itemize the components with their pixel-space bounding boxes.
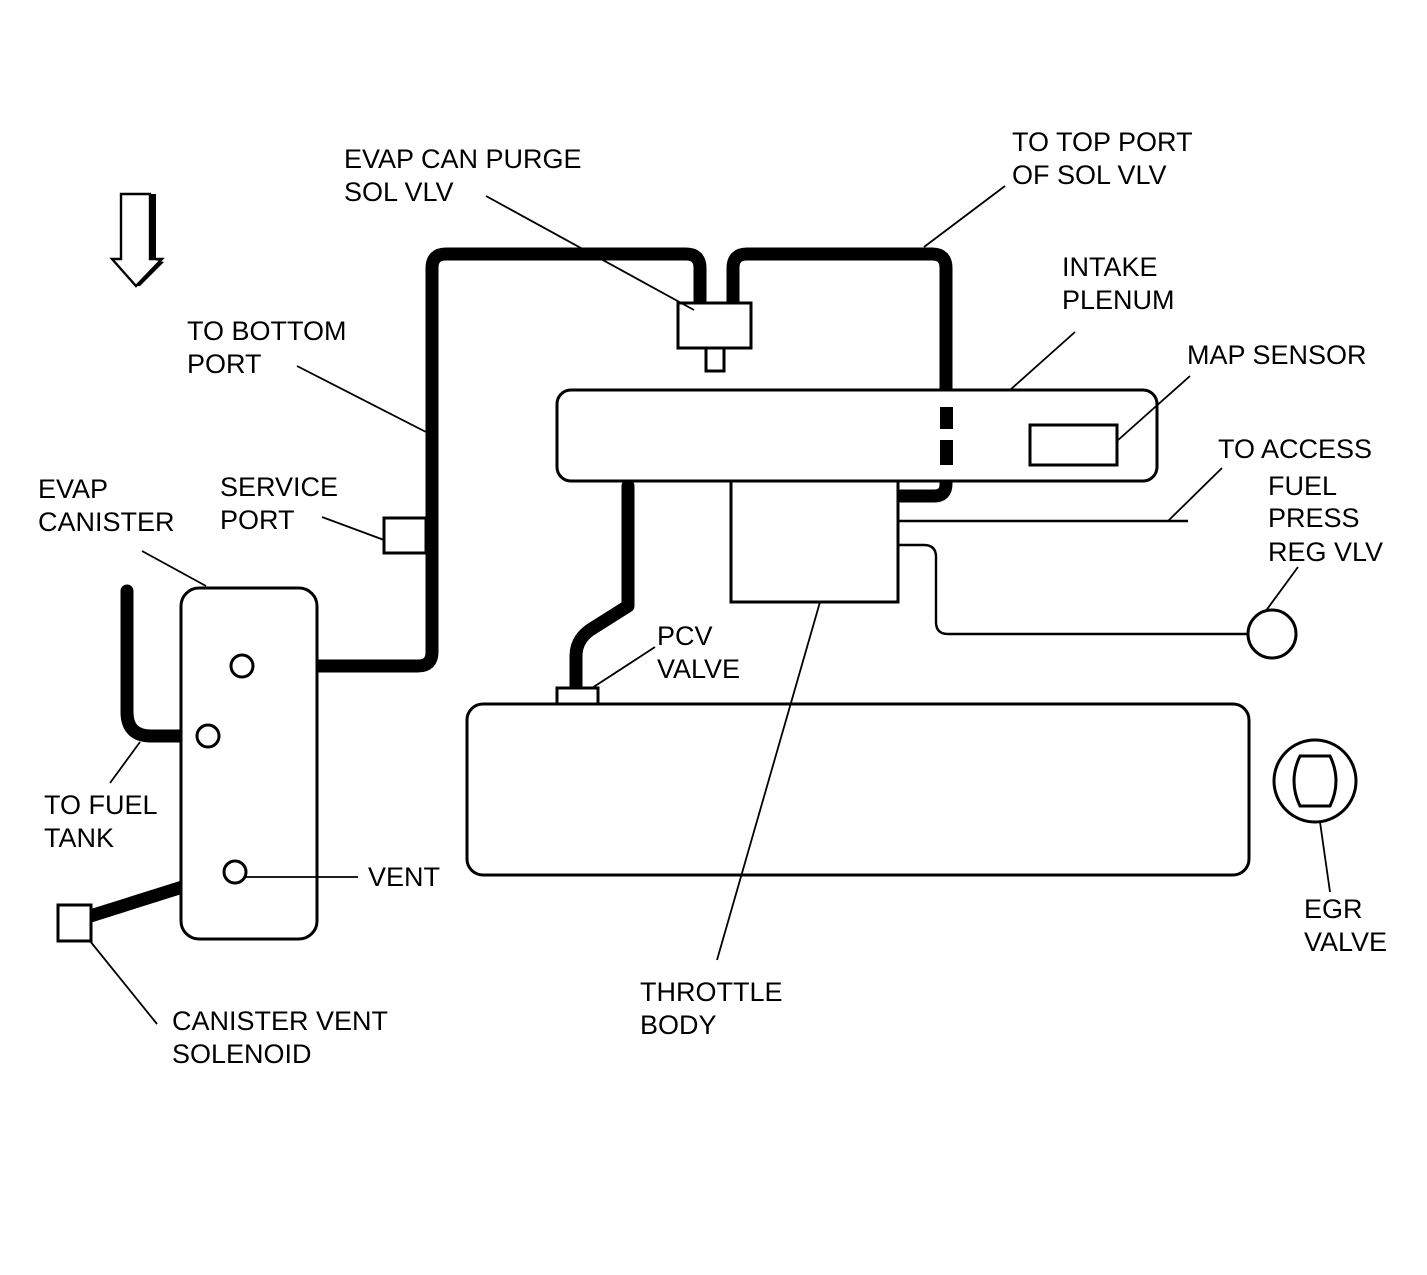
label-to-fuel-tank-2: TANK: [44, 823, 114, 853]
canister-port-purge: [229, 653, 255, 679]
label-evap-canister: EVAP: [38, 474, 108, 504]
label-to-top-port: TO TOP PORT: [1012, 127, 1193, 157]
label-intake-plenum-2: PLENUM: [1062, 285, 1175, 315]
hose-purge-top-to-plenum: [726, 247, 953, 399]
map-sensor: [1028, 423, 1119, 467]
canister-port-vent: [222, 859, 248, 885]
leader-lines: [89, 185, 1331, 1025]
label-fuel-press-3: REG VLV: [1268, 537, 1383, 567]
label-intake-plenum: INTAKE: [1062, 252, 1158, 282]
label-egr-valve: EGR: [1304, 894, 1363, 924]
label-map-sensor: MAP SENSOR: [1187, 340, 1367, 370]
label-throttle-body-2: BODY: [640, 1010, 717, 1040]
evap-canister: [179, 586, 319, 941]
label-service-port: SERVICE: [220, 472, 338, 502]
label-canister-vent-solenoid: CANISTER VENT: [172, 1006, 388, 1036]
label-pcv-valve-2: VALVE: [657, 654, 740, 684]
label-fuel-press-2: PRESS: [1268, 503, 1360, 533]
hose-throttle-to-pcv: [569, 479, 635, 697]
label-evap-can-purge-2: SOL VLV: [344, 177, 454, 207]
label-throttle-body: THROTTLE: [640, 977, 783, 1007]
label-pcv-valve: PCV: [657, 621, 713, 651]
engine-valve-cover: [465, 702, 1251, 877]
canister-port-fuel-tank: [195, 723, 221, 749]
label-evap-can-purge: EVAP CAN PURGE: [344, 144, 582, 174]
egr-valve: [1272, 738, 1358, 824]
pcv-valve: [555, 686, 600, 706]
fuel-press-reg-vlv: [1246, 608, 1298, 660]
hose-purge-to-throttle-body: [894, 473, 953, 503]
hose-fuel-tank: [120, 584, 210, 743]
label-canister-vent-solenoid-2: SOLENOID: [172, 1039, 312, 1069]
label-to-bottom-port: TO BOTTOM: [187, 316, 347, 346]
label-evap-canister-2: CANISTER: [38, 507, 175, 537]
evap-can-purge-sol-vlv: [676, 301, 753, 373]
down-arrow-icon: [109, 192, 165, 288]
canister-vent-solenoid: [56, 903, 93, 943]
label-fuel-press: FUEL: [1268, 471, 1337, 501]
label-egr-valve-2: VALVE: [1304, 927, 1387, 957]
label-to-access: TO ACCESS: [1218, 434, 1372, 464]
throttle-body: [729, 479, 900, 604]
label-service-port-2: PORT: [220, 505, 295, 535]
label-to-fuel-tank: TO FUEL: [44, 790, 158, 820]
fuel-press-reg-line: [898, 543, 1248, 636]
service-port: [382, 516, 428, 555]
hidden-hose-segment: [940, 407, 953, 465]
label-to-top-port-2: OF SOL VLV: [1012, 160, 1167, 190]
hose-canister-to-purge-bottom: [241, 247, 707, 673]
label-to-bottom-port-2: PORT: [187, 349, 262, 379]
labels: EVAP CAN PURGE SOL VLV TO TOP PORT OF SO…: [38, 127, 1387, 1069]
label-vent: VENT: [368, 862, 440, 892]
